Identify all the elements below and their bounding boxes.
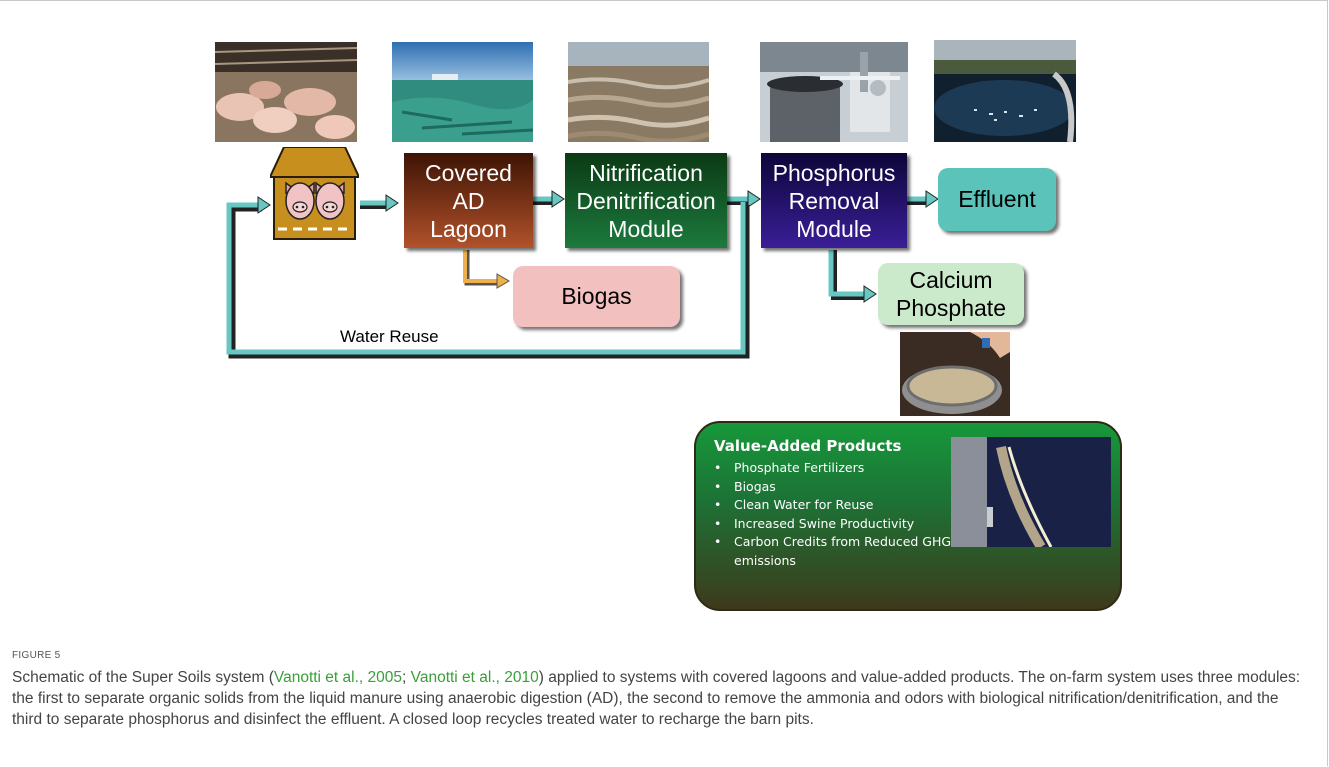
arrow-water-reuse-loop bbox=[226, 196, 750, 359]
citation-link[interactable]: Vanotti et al., 2005 bbox=[273, 669, 403, 686]
photo-phosphorus-module bbox=[760, 42, 908, 142]
citation-link[interactable]: Vanotti et al., 2010 bbox=[410, 669, 539, 686]
value-added-item: •Clean Water for Reuse bbox=[714, 497, 874, 512]
effluent-box: Effluent bbox=[938, 168, 1056, 231]
photo-pig-barn bbox=[215, 42, 357, 142]
phosphorus-removal-module-box: Phosphorus Removal Module bbox=[761, 153, 907, 248]
arrow-phosphorus-to-calcium bbox=[828, 250, 877, 303]
photo-effluent-pond bbox=[934, 40, 1076, 142]
value-added-products-list: •Phosphate Fertilizers •Biogas •Clean Wa… bbox=[714, 459, 954, 570]
value-added-products-title: Value-Added Products bbox=[714, 437, 902, 455]
arrow-lagoon-to-nitrification bbox=[533, 190, 565, 208]
photo-covered-lagoon bbox=[392, 42, 533, 142]
value-added-products-panel: Value-Added Products •Phosphate Fertiliz… bbox=[694, 421, 1122, 611]
value-added-item: •Increased Swine Productivity bbox=[714, 515, 915, 531]
nitrification-module-box: Nitrification Denitrification Module bbox=[565, 153, 727, 248]
arrow-barn-to-lagoon bbox=[360, 194, 399, 212]
calcium-phosphate-box: Calcium Phosphate bbox=[878, 263, 1024, 325]
figure-label: FIGURE 5 bbox=[12, 650, 61, 661]
arrow-phosphorus-to-effluent bbox=[907, 190, 939, 208]
arrow-lagoon-to-biogas bbox=[463, 250, 510, 289]
covered-ad-lagoon-box: Covered AD Lagoon bbox=[404, 153, 533, 248]
photo-clean-water bbox=[951, 437, 1111, 547]
value-added-item: •Phosphate Fertilizers bbox=[714, 460, 865, 475]
arrow-nitrification-to-phosphorus bbox=[727, 190, 761, 208]
value-added-item: •Carbon Credits from Reduced GHG emissio… bbox=[714, 534, 952, 568]
figure-caption: Schematic of the Super Soils system (Van… bbox=[12, 669, 1301, 728]
biogas-box: Biogas bbox=[513, 266, 680, 327]
photo-nitrification-tank bbox=[568, 42, 709, 142]
photo-calcium-phosphate bbox=[900, 332, 1010, 416]
value-added-item: •Biogas bbox=[714, 478, 776, 494]
water-reuse-label: Water Reuse bbox=[340, 327, 439, 346]
barn-pigs-icon bbox=[268, 146, 361, 241]
